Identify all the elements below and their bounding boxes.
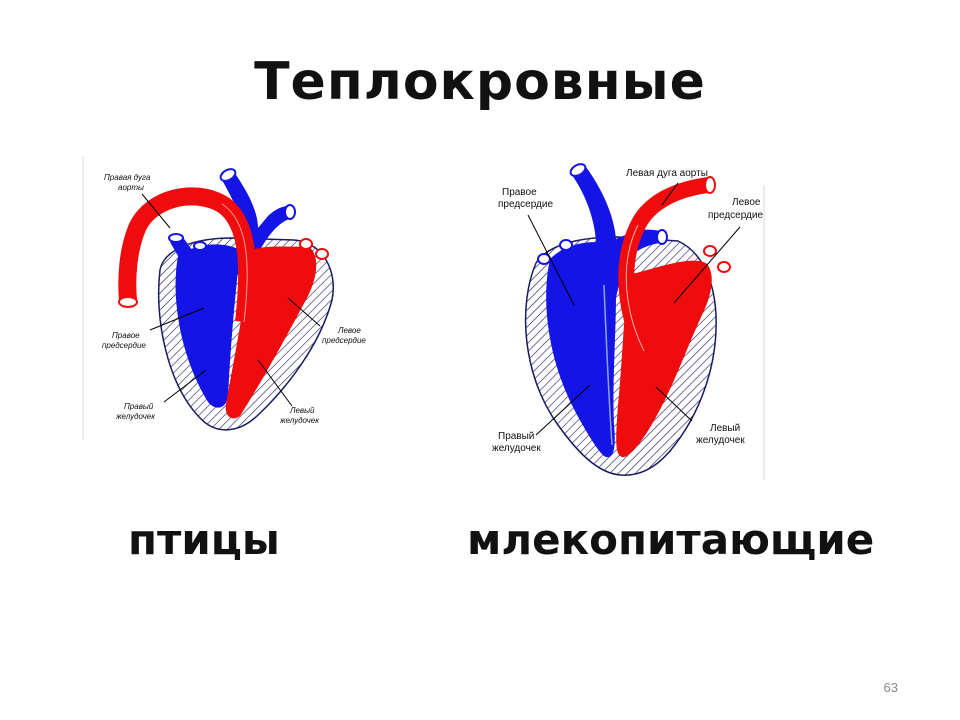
mammal-pulm-vein-opening [703, 245, 717, 257]
leader-line [535, 384, 591, 436]
bird-heart-diagram: Правая дуга аорты Правое предсердие Лево… [82, 150, 392, 442]
mammal-heart-svg: Правое предсердие Левая дуга аорты Левое… [492, 163, 765, 480]
mammal-septum-line [603, 284, 613, 446]
leader-line [141, 193, 171, 229]
bird-vein-opening [193, 241, 207, 251]
mammal-artery-opening [656, 229, 668, 245]
leader-line [655, 386, 693, 422]
mammal-pulmonary-trunk [572, 167, 660, 315]
bird-vein-opening [168, 233, 184, 243]
bird-heart-svg: Правая дуга аорты Правое предсердие Лево… [82, 156, 366, 440]
mammal-pulm-vein-opening [717, 261, 731, 273]
bird-pulm-vein-opening [299, 238, 313, 250]
label-right-atrium: Правое предсердие [102, 331, 146, 350]
leader-line [149, 307, 205, 331]
mammal-vein-opening [559, 239, 573, 251]
page-number: 63 [883, 680, 898, 695]
bird-arch-highlight [221, 203, 248, 323]
label-left-atrium: Левое предсердие [322, 326, 366, 345]
label-left-atrium: Левое предсердие [708, 197, 763, 221]
label-right-aortic-arch: Правая дуга аорты [104, 173, 153, 192]
label-left-aortic-arch: Левая дуга аорты [626, 168, 708, 179]
label-left-ventricle: Левый желудочек [696, 423, 745, 446]
mammal-artery-opening [569, 163, 587, 177]
label-right-ventricle: Правый желудочек [492, 431, 541, 454]
leader-line [673, 226, 741, 304]
mammal-aorta-opening [704, 176, 716, 194]
mammal-heart-diagram: Правое предсердие Левая дуга аорты Левое… [478, 155, 768, 485]
label-right-atrium: Правое предсердие [498, 187, 553, 210]
slide-title: Теплокровные [254, 52, 706, 112]
bird-right-atrium-ventricle [175, 244, 240, 408]
label-right-ventricle: Правый желудочек [115, 402, 156, 421]
leader-line [527, 214, 575, 306]
mammal-arch-highlight [625, 224, 645, 352]
leader-line [287, 297, 321, 327]
caption-birds: птицы [128, 515, 280, 564]
bird-artery-opening [219, 168, 237, 182]
caption-mammals: млекопитающие [467, 515, 875, 564]
leader-line [257, 359, 293, 407]
bird-artery-opening [284, 204, 296, 220]
mammal-left-atrium-ventricle [616, 260, 712, 458]
bird-aorta-opening [118, 296, 138, 308]
label-left-ventricle: Левый желудочек [279, 406, 320, 425]
leader-line [163, 369, 207, 403]
bird-pulm-vein-opening [315, 248, 329, 260]
leader-line [661, 182, 679, 206]
